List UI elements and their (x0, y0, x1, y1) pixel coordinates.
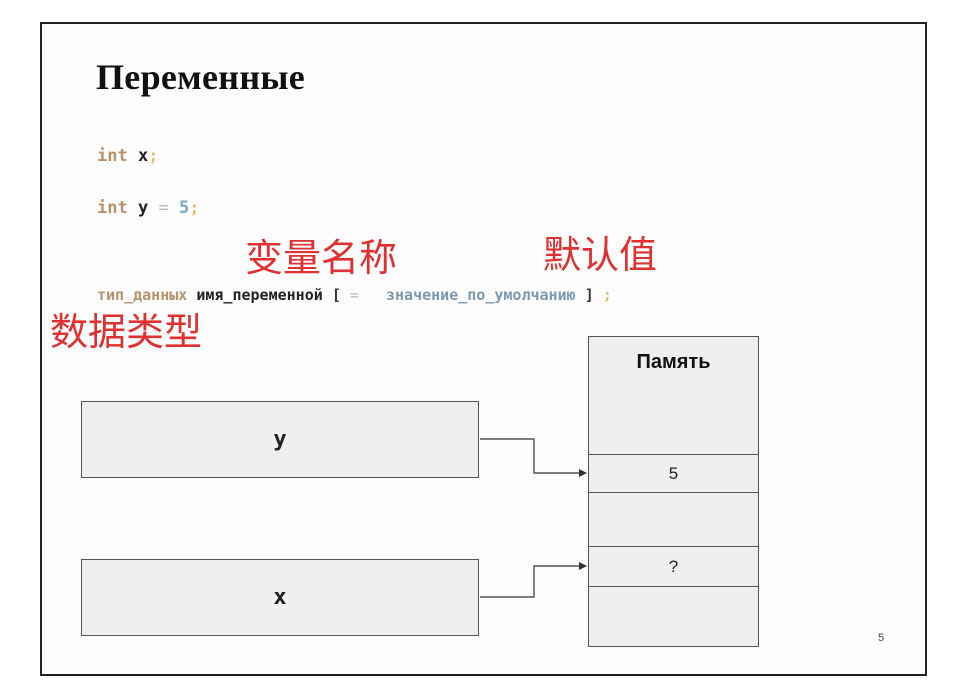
code-value: 5 (178, 198, 190, 218)
memory-cell-empty (588, 492, 759, 546)
code-semicolon: ; (189, 198, 200, 218)
arrow-y-to-memory (480, 438, 587, 477)
code-assign: = (158, 198, 169, 218)
memory-block: Память 5 ? (588, 336, 759, 647)
memory-cell-unknown: ? (588, 546, 759, 586)
code-line-declare-y: int y = 5; (97, 198, 199, 218)
memory-title: Память (636, 351, 711, 373)
arrow-x-to-memory (480, 562, 587, 598)
code-semicolon: ; (148, 146, 159, 166)
syntax-assign: = (349, 286, 359, 304)
code-keyword: int (97, 198, 128, 218)
syntax-type: тип_данных (97, 286, 188, 304)
syntax-close-bracket: ] (584, 286, 594, 304)
variable-label-y: y (273, 427, 287, 452)
syntax-open-bracket: [ (331, 286, 341, 304)
memory-cell-value: 5 (588, 454, 759, 492)
page-number: 5 (878, 632, 885, 644)
slide-title: Переменные (96, 57, 306, 97)
variable-box-y: y (81, 401, 479, 478)
annotation-default-value: 默认值 (543, 233, 658, 277)
code-identifier: y (137, 198, 149, 218)
annotation-variable-name: 变量名称 (245, 236, 398, 280)
variable-label-x: x (273, 585, 287, 610)
syntax-line: тип_данных имя_переменной [ = значение_п… (97, 286, 612, 304)
code-keyword: int (97, 146, 128, 166)
syntax-default: значение_по_умолчанию (386, 286, 576, 304)
variable-box-x: x (81, 559, 479, 636)
annotation-data-type: 数据类型 (50, 310, 203, 354)
code-line-declare-x: int x; (97, 146, 158, 166)
syntax-name: имя_переменной (196, 286, 323, 304)
memory-cell-empty (588, 586, 759, 647)
code-identifier: x (137, 146, 149, 166)
syntax-semicolon: ; (602, 286, 612, 304)
